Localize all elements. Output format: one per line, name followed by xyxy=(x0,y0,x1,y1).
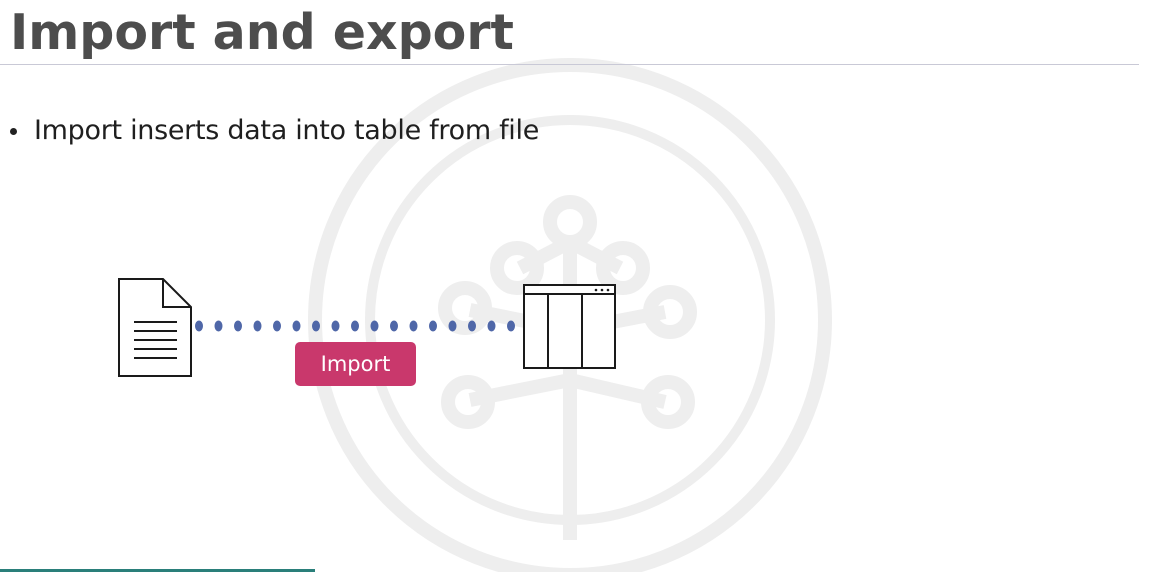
progress-bar xyxy=(0,569,315,572)
import-badge: Import xyxy=(295,342,416,386)
document-icon xyxy=(118,278,192,377)
dotted-connector xyxy=(195,320,515,332)
connector-dot xyxy=(331,320,340,332)
connector-dot xyxy=(409,320,418,332)
connector-dot xyxy=(429,320,437,332)
connector-dot xyxy=(312,320,320,332)
connector-dot xyxy=(253,320,262,332)
connector-dot xyxy=(507,320,515,332)
connector-dot xyxy=(292,320,301,332)
page-title: Import and export xyxy=(10,4,514,61)
connector-dot xyxy=(234,320,242,332)
connector-dot xyxy=(273,320,281,332)
title-divider xyxy=(0,64,1139,65)
connector-dot xyxy=(390,320,398,332)
bullet-item: Import inserts data into table from file xyxy=(10,112,539,148)
connector-dot xyxy=(448,320,457,332)
table-window-icon xyxy=(523,284,616,369)
connector-dot xyxy=(487,320,496,332)
connector-dot xyxy=(370,320,379,332)
connector-dot xyxy=(195,320,203,332)
connector-dot xyxy=(351,320,359,332)
connector-dot xyxy=(468,320,476,332)
connector-dot xyxy=(214,320,223,332)
bullet-dot-icon xyxy=(10,127,17,135)
bullet-text: Import inserts data into table from file xyxy=(34,114,540,146)
